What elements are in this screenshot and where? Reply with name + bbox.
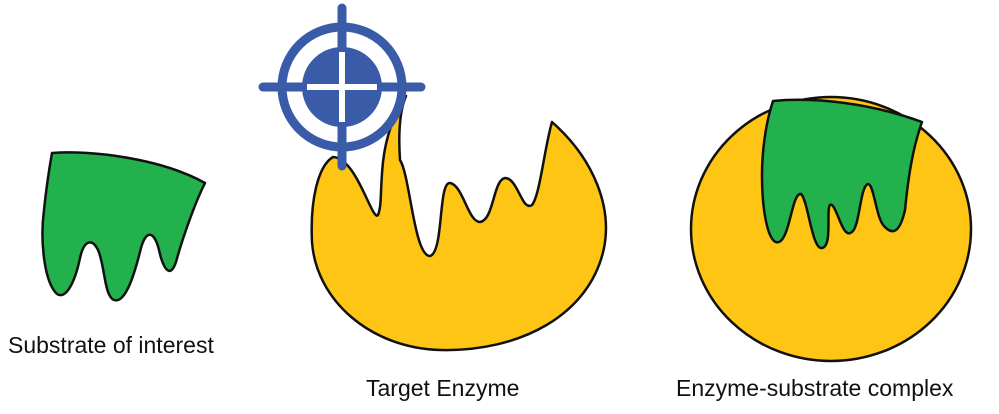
substrate-shape [41, 151, 207, 302]
complex-label: Enzyme-substrate complex [676, 375, 954, 401]
crosshair-target-icon [258, 3, 426, 171]
substrate-label: Substrate of interest [8, 332, 214, 358]
enzyme-shape [310, 94, 608, 352]
enzyme-label: Target Enzyme [366, 375, 520, 401]
complex-substrate-shape [760, 98, 924, 250]
